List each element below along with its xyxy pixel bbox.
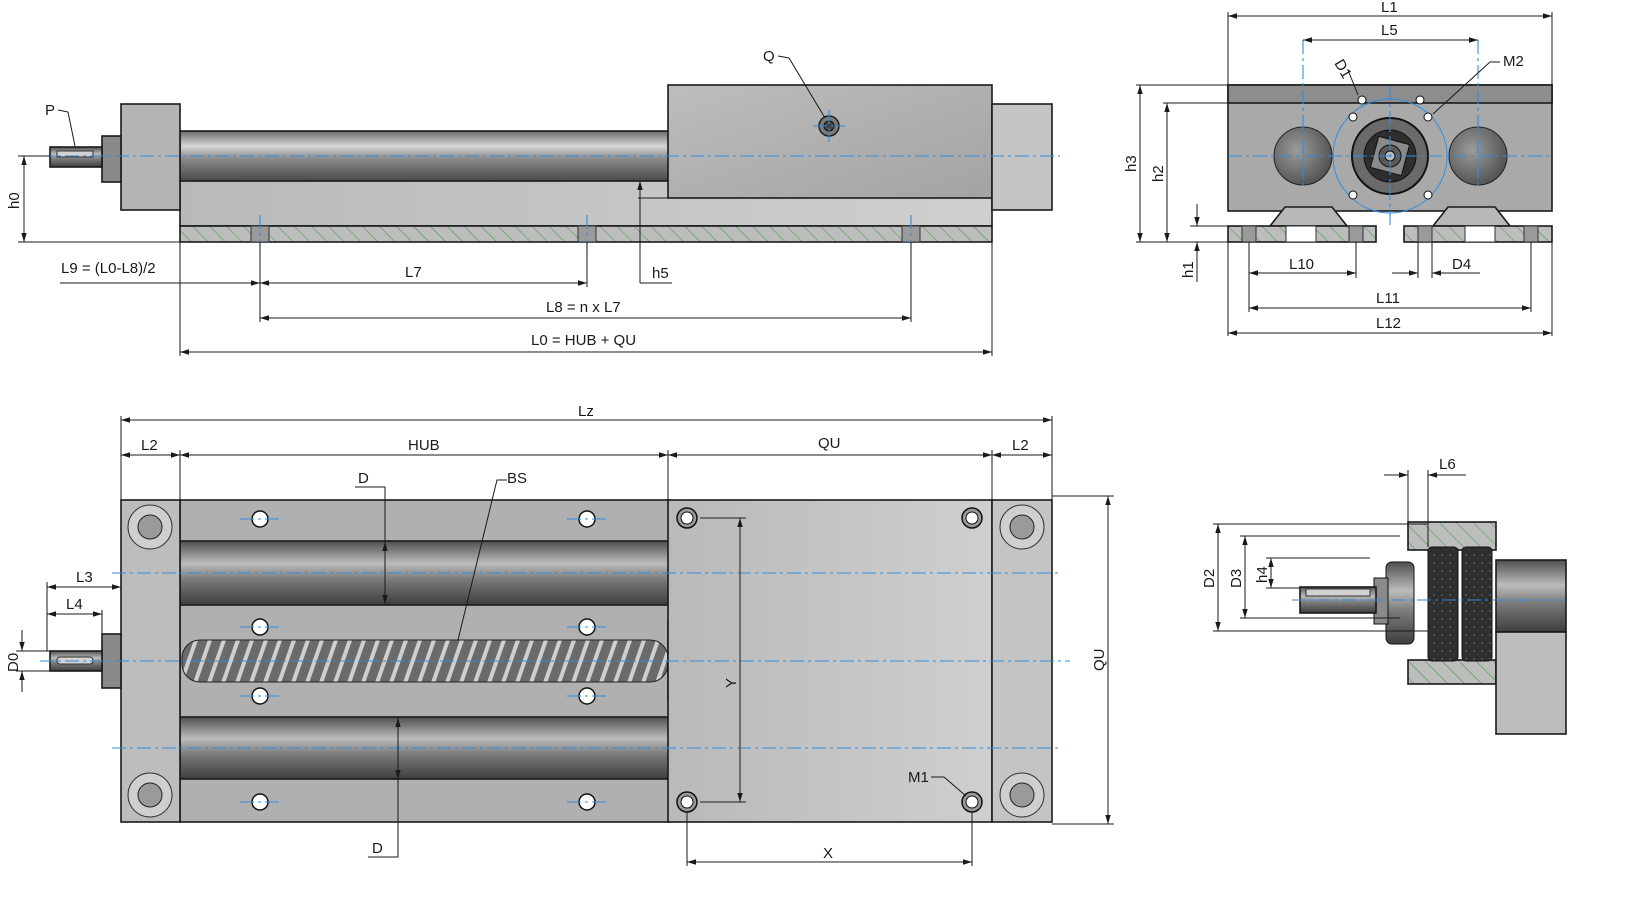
label-l0: L0 = HUB + QU — [531, 332, 636, 349]
label-x: X — [823, 845, 833, 862]
label-bs: BS — [507, 470, 527, 487]
label-q: Q — [763, 48, 775, 65]
side-view: P Q h0 h5 L9 = (L0-L8)/2 L7 L8 = n x L7 … — [6, 48, 1060, 356]
label-h3: h3 — [1123, 155, 1140, 172]
label-y: Y — [723, 678, 740, 688]
side-end-block-right — [991, 103, 1053, 211]
detail-housing-top — [1407, 521, 1497, 551]
label-l2-left: L2 — [141, 437, 158, 454]
label-hub: HUB — [408, 437, 440, 454]
label-d2: D2 — [1201, 569, 1218, 588]
side-end-block-left — [120, 103, 181, 211]
label-h5: h5 — [652, 265, 669, 282]
label-d3: D3 — [1228, 569, 1245, 588]
label-l4: L4 — [66, 596, 83, 613]
end-view: L1 L5 D1 M2 h3 h2 h1 L10 D4 — [1123, 0, 1553, 336]
label-l7: L7 — [405, 264, 422, 281]
detail-cylinder — [1495, 559, 1567, 633]
label-p: P — [45, 102, 55, 119]
label-h1: h1 — [1180, 261, 1197, 278]
side-carriage — [667, 84, 993, 199]
label-lz: Lz — [578, 403, 594, 420]
label-h0: h0 — [6, 192, 23, 209]
label-l9: L9 = (L0-L8)/2 — [61, 260, 156, 277]
label-m2: M2 — [1503, 53, 1524, 70]
label-qu-top: QU — [818, 435, 841, 452]
label-d4: D4 — [1452, 256, 1471, 273]
label-l10: L10 — [1289, 256, 1314, 273]
label-d0: D0 — [5, 653, 22, 672]
label-l3: L3 — [76, 569, 93, 586]
detail-view: L6 D2 D3 h4 — [1201, 456, 1567, 735]
label-l5: L5 — [1381, 22, 1398, 39]
label-qu-side: QU — [1091, 649, 1108, 672]
label-m1: M1 — [908, 769, 929, 786]
side-bearing — [101, 135, 122, 183]
label-d-lower: D — [372, 840, 383, 857]
label-l2-right: L2 — [1012, 437, 1029, 454]
detail-nut — [1385, 561, 1415, 645]
top-view: Lz L2 HUB QU L2 D BS L3 L4 D0 — [5, 403, 1114, 866]
label-h4: h4 — [1254, 566, 1271, 583]
label-l1: L1 — [1381, 0, 1398, 16]
side-key — [56, 150, 94, 158]
detail-block — [1495, 631, 1567, 735]
label-l11: L11 — [1376, 290, 1400, 307]
detail-bearing-1 — [1427, 546, 1459, 662]
detail-bearing-2 — [1461, 546, 1493, 662]
top-cap-bolts — [127, 504, 1045, 818]
label-l12: L12 — [1376, 315, 1401, 332]
detail-housing-bottom — [1407, 659, 1497, 685]
label-d-upper: D — [358, 470, 369, 487]
label-l6: L6 — [1439, 456, 1456, 473]
label-h2: h2 — [1150, 165, 1167, 182]
label-l8: L8 = n x L7 — [546, 299, 621, 316]
